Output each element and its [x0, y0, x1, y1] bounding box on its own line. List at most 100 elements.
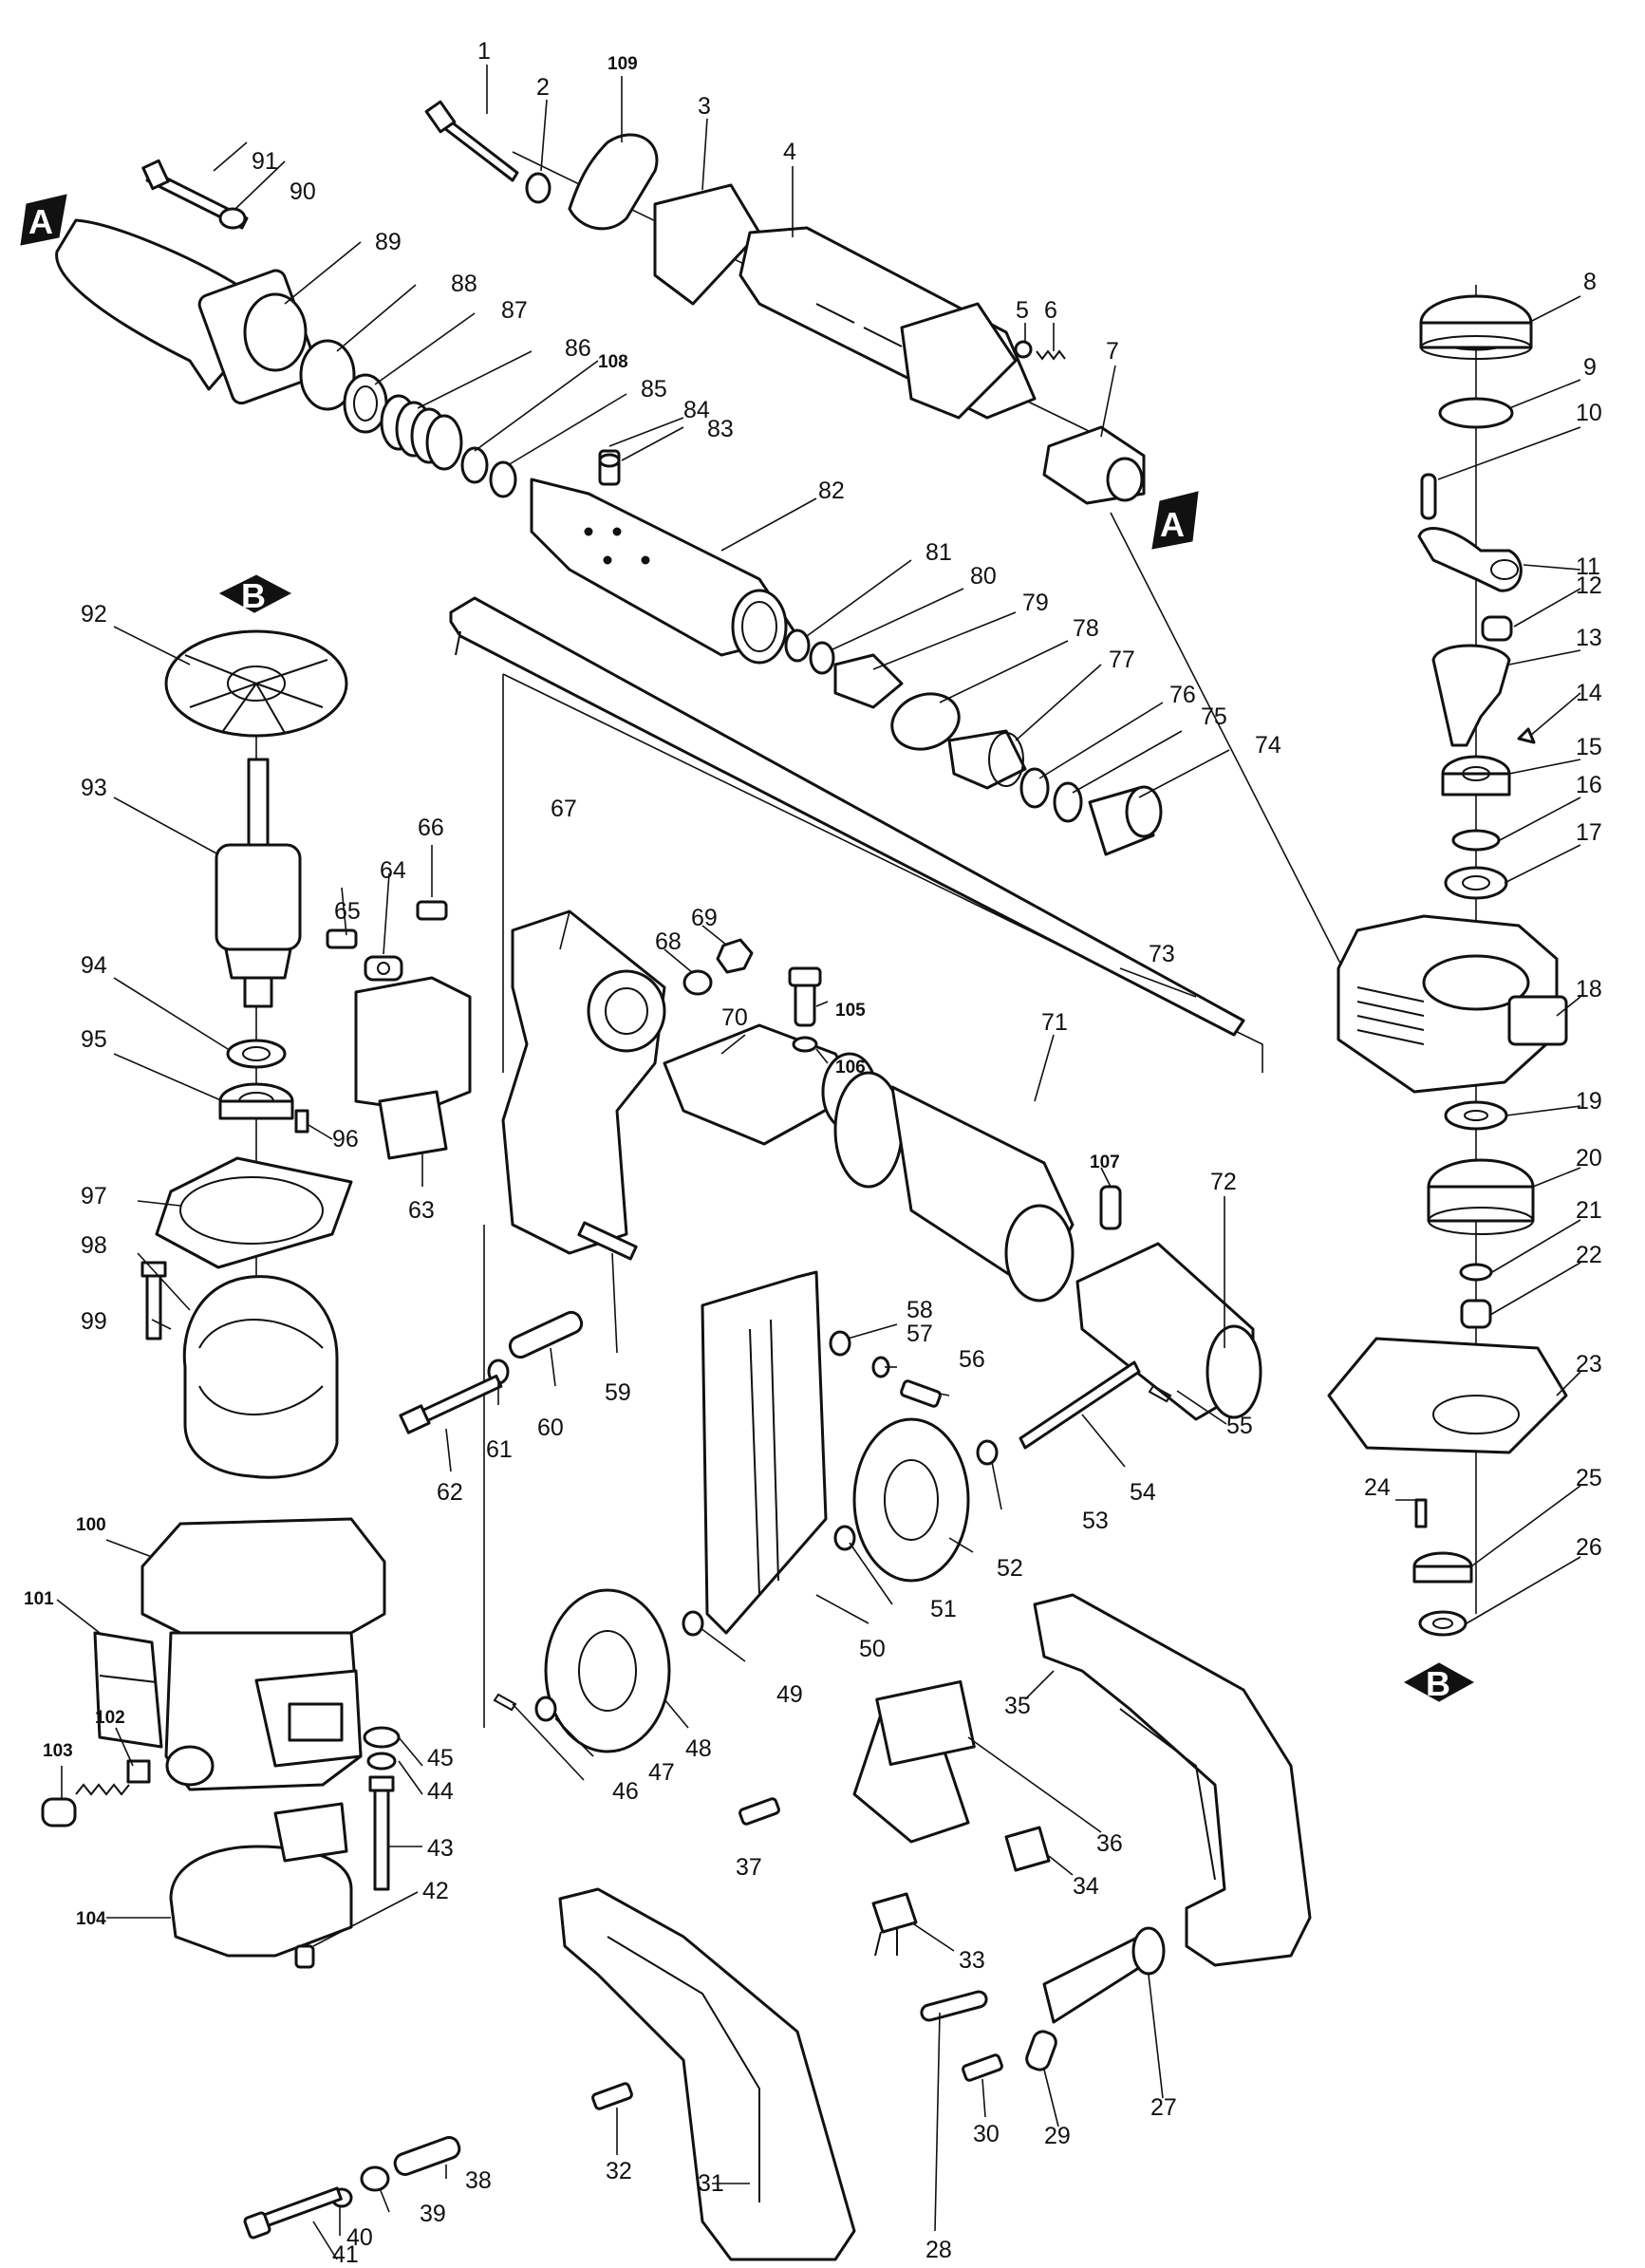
part-label: 36 — [1096, 1830, 1123, 1857]
seal-87 — [343, 373, 388, 434]
part-label: 53 — [1082, 1508, 1109, 1534]
part-label: 103 — [43, 1741, 73, 1761]
part-label: 93 — [81, 775, 107, 801]
spring-102 — [75, 1759, 151, 1796]
part-label: 43 — [427, 1835, 454, 1862]
part-label: 52 — [997, 1555, 1023, 1582]
svg-text:B: B — [241, 576, 266, 615]
part-label: 60 — [537, 1415, 564, 1441]
washer-90 — [218, 207, 247, 230]
wheel-48 — [544, 1588, 671, 1753]
part-label: 3 — [698, 93, 711, 120]
part-label: 107 — [1090, 1153, 1120, 1172]
part-label: 78 — [1073, 615, 1099, 642]
retaining-ring-21 — [1459, 1263, 1493, 1282]
washer-58 — [829, 1330, 851, 1357]
part-label: 64 — [380, 857, 406, 884]
washer-53 — [976, 1439, 999, 1466]
part-label: 67 — [551, 796, 577, 822]
pin-46 — [493, 1693, 517, 1712]
lock-block-7 — [1042, 425, 1146, 505]
clamp-29 — [1025, 2030, 1057, 2071]
part-label: 75 — [1201, 703, 1227, 730]
crank-11 — [1417, 527, 1523, 592]
part-label: 73 — [1149, 941, 1175, 967]
svg-text:A: A — [1160, 505, 1185, 544]
part-labels: 1 2 109 3 4 5 6 7 8 9 10 11 12 13 14 15 … — [24, 38, 1602, 2268]
part-label: 9 — [1583, 354, 1597, 381]
part-label: 77 — [1109, 647, 1135, 673]
marker-a-top-left: A — [20, 194, 67, 246]
part-label: 17 — [1576, 819, 1602, 846]
svg-text:B: B — [1426, 1664, 1450, 1703]
part-label: 88 — [451, 271, 477, 297]
o-ring-9 — [1438, 397, 1514, 429]
part-label: 74 — [1255, 732, 1281, 759]
washer-68 — [682, 969, 713, 996]
part-label: 82 — [818, 478, 845, 504]
part-label: 104 — [76, 1909, 106, 1929]
part-label: 65 — [334, 898, 361, 925]
part-label: 100 — [76, 1515, 106, 1535]
crank-shaft-13 — [1431, 644, 1511, 747]
part-label: 18 — [1576, 976, 1602, 1003]
part-label: 63 — [408, 1197, 435, 1224]
impact-bolt-77 — [947, 729, 1027, 790]
part-label: 99 — [81, 1308, 107, 1335]
rear-handle-35 — [1033, 1593, 1312, 1967]
rod-73 — [449, 596, 1245, 1037]
axle-54 — [1019, 1360, 1141, 1450]
part-label: 72 — [1210, 1169, 1237, 1195]
part-label: 57 — [907, 1321, 933, 1347]
bearing-25 — [1412, 1551, 1473, 1584]
part-label: 1 — [477, 38, 491, 65]
part-label: 19 — [1576, 1088, 1602, 1115]
part-label: 41 — [332, 2241, 359, 2268]
leader-lines — [56, 65, 1581, 2260]
part-label: 85 — [641, 376, 667, 403]
part-label: 32 — [606, 2158, 632, 2184]
striker-79 — [833, 653, 904, 709]
part-label: 49 — [776, 1681, 803, 1708]
part-label: 16 — [1576, 772, 1602, 798]
band-109 — [568, 133, 659, 231]
bolt-1 — [424, 100, 519, 182]
bearing-15 — [1441, 755, 1511, 797]
bolt-59 — [577, 1221, 638, 1261]
part-label: 15 — [1576, 734, 1602, 760]
part-label: 62 — [437, 1479, 463, 1506]
part-label: 5 — [1016, 297, 1029, 324]
o-ring-88 — [299, 339, 356, 411]
baffle-97 — [155, 1156, 353, 1269]
part-label: 4 — [783, 139, 796, 165]
cylinder-82 — [530, 478, 799, 665]
part-label: 70 — [721, 1004, 748, 1031]
gear-housing-18 — [1337, 914, 1568, 1094]
part-label: 22 — [1576, 1242, 1602, 1268]
part-label: 38 — [465, 2167, 492, 2194]
part-label: 98 — [81, 1232, 107, 1259]
bolt-62 — [399, 1374, 503, 1434]
washer-45 — [363, 1726, 401, 1749]
o-ring-78 — [890, 692, 961, 751]
pin-38 — [393, 2136, 461, 2176]
part-label: 68 — [655, 928, 682, 955]
side-handle-4 — [738, 226, 1037, 420]
spring-6 — [1036, 349, 1066, 361]
bracket-67 — [501, 909, 666, 1255]
ring-108 — [460, 446, 489, 484]
part-label: 39 — [420, 2201, 446, 2227]
part-label: 50 — [859, 1636, 886, 1662]
motor-housing-100 — [140, 1517, 386, 1791]
screw-56 — [900, 1379, 942, 1408]
part-label: 87 — [501, 297, 528, 324]
screw-99 — [140, 1261, 167, 1340]
part-label: 25 — [1576, 1465, 1602, 1491]
inner-cover-23 — [1327, 1337, 1568, 1454]
part-label: 23 — [1576, 1351, 1602, 1378]
part-label: 101 — [24, 1589, 54, 1609]
part-label: 56 — [959, 1346, 985, 1373]
ring-16 — [1451, 829, 1501, 852]
washer-47 — [534, 1696, 557, 1722]
part-label: 27 — [1150, 2094, 1177, 2121]
